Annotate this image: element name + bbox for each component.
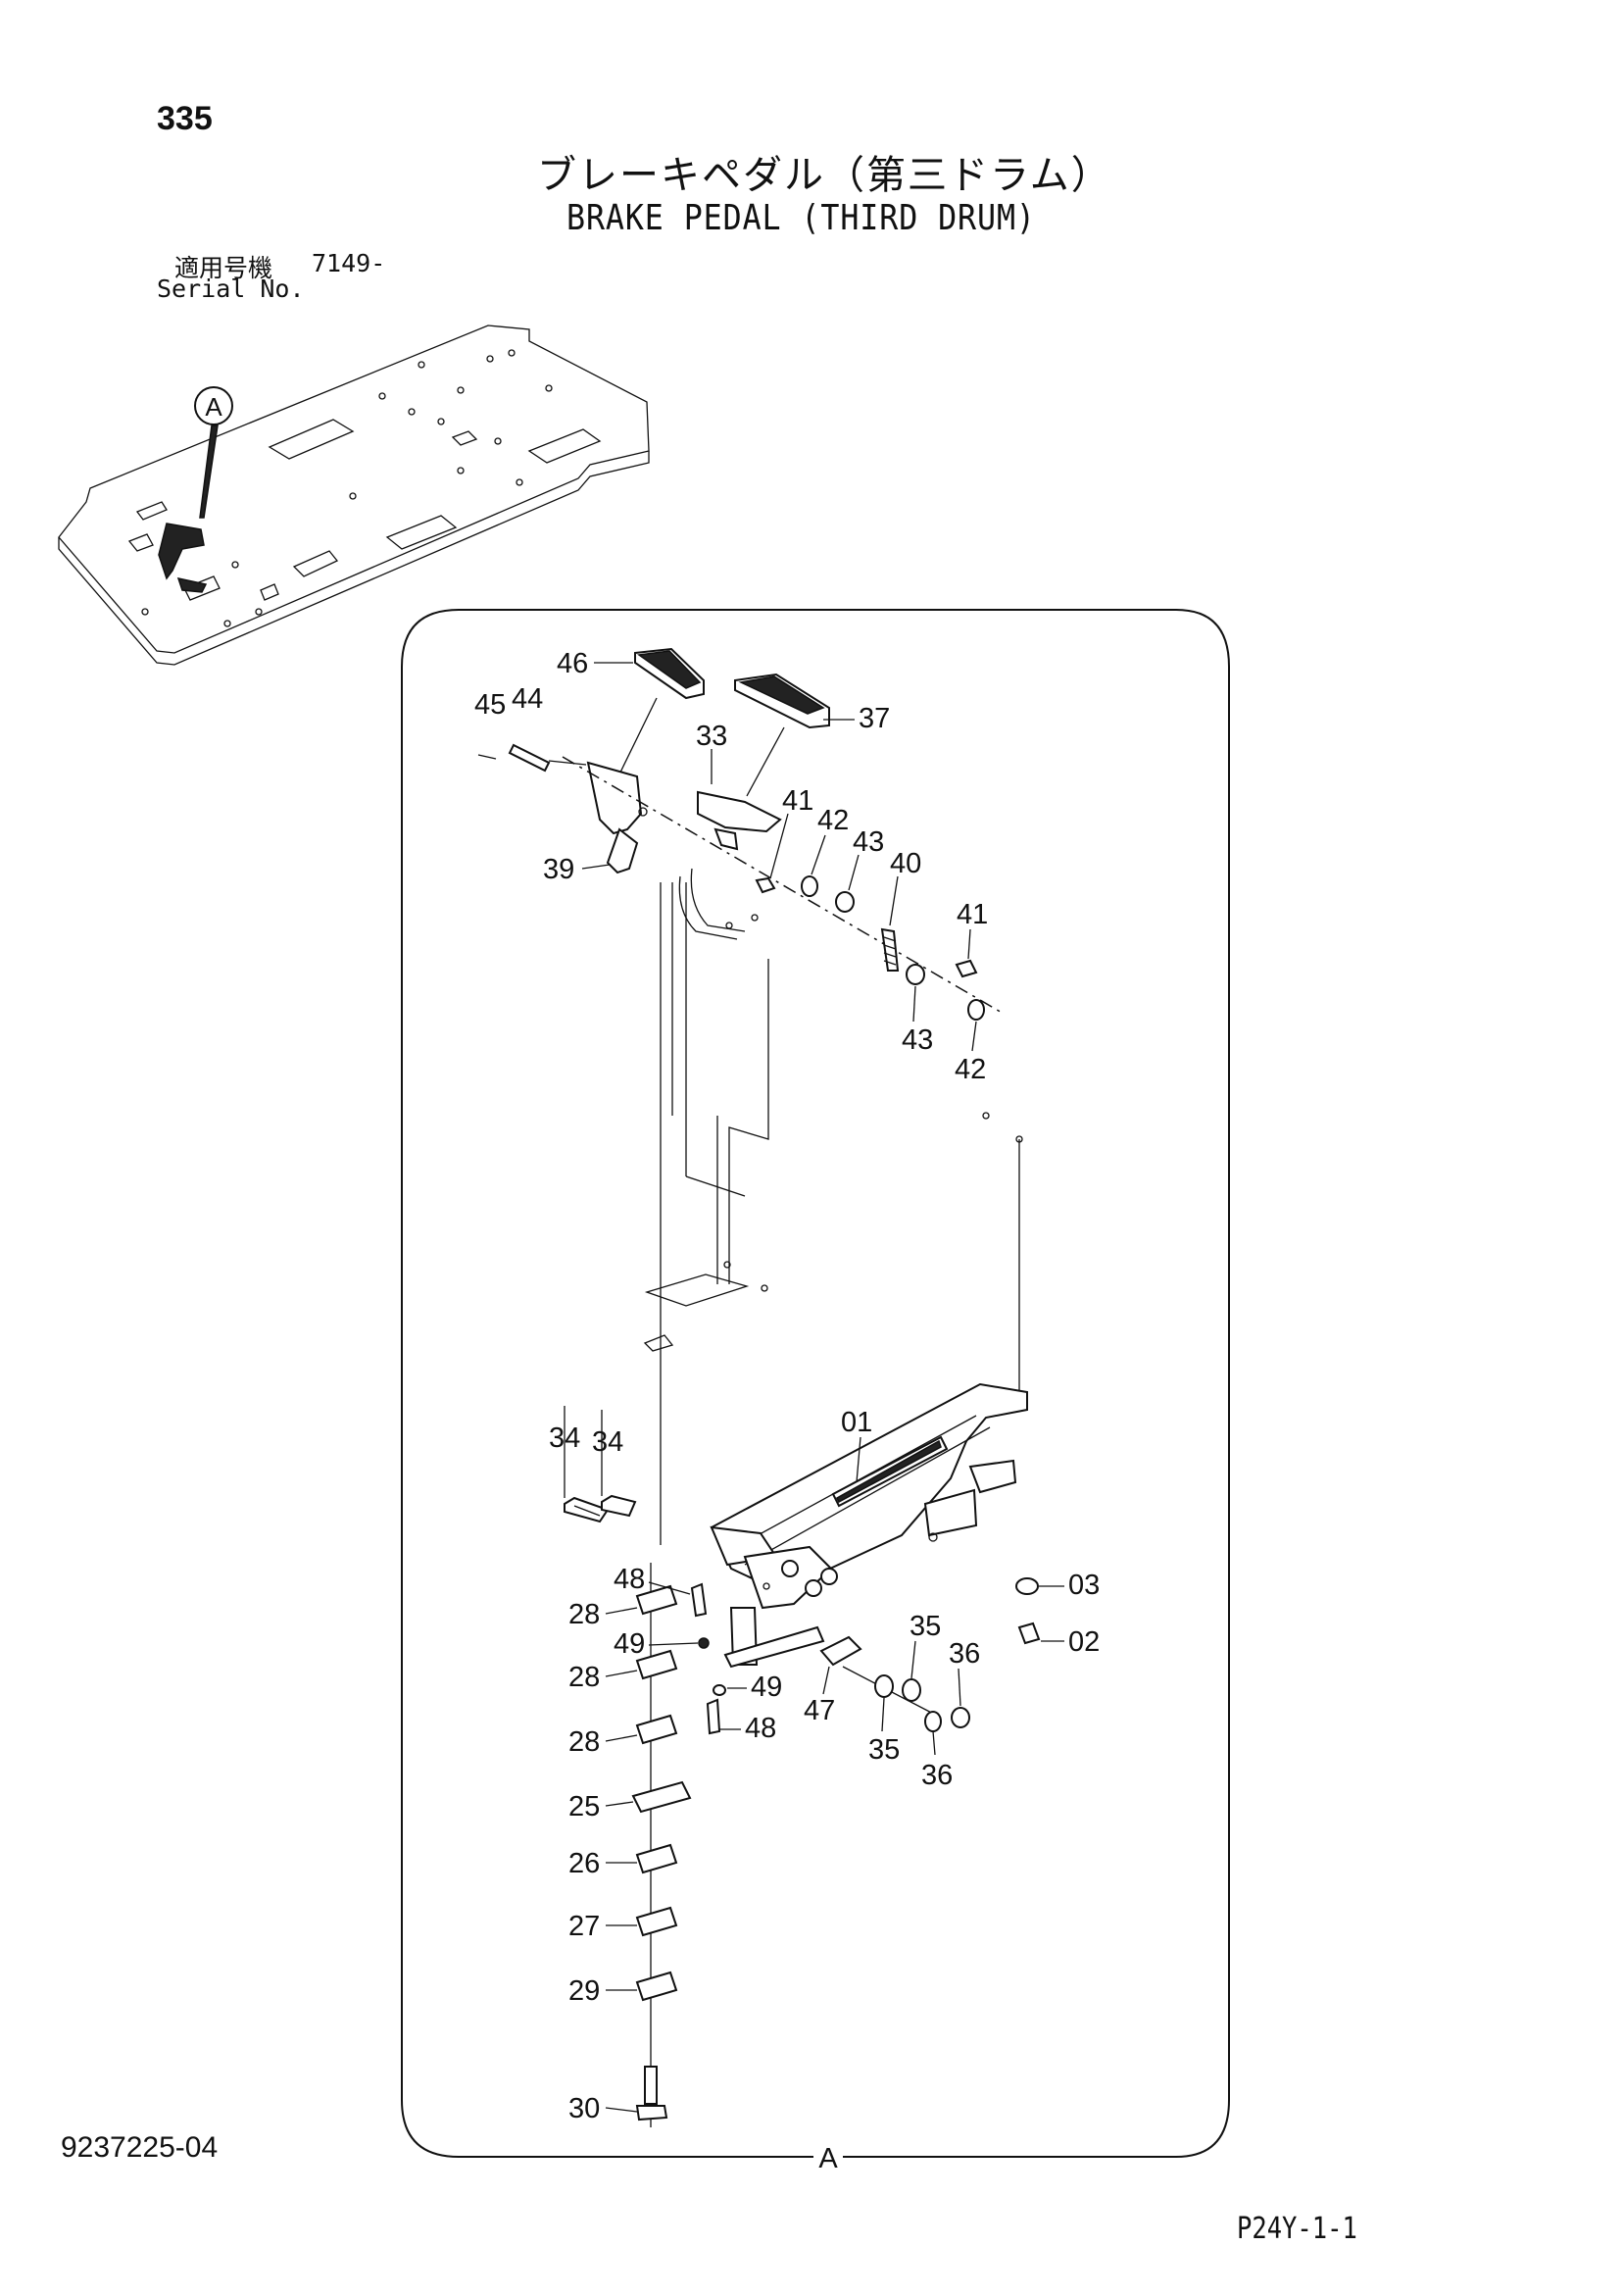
callout-26: 26 xyxy=(568,1848,600,1879)
document-number: 9237225-04 xyxy=(61,2131,219,2164)
callout-46: 46 xyxy=(557,648,588,679)
callout-47: 47 xyxy=(804,1695,835,1726)
callout-49-lower: 49 xyxy=(751,1672,782,1703)
serial-value: 7149- xyxy=(312,249,386,277)
callout-48-lower: 48 xyxy=(745,1713,776,1744)
callout-35-upper: 35 xyxy=(910,1611,941,1642)
callout-29: 29 xyxy=(568,1975,600,2007)
detail-marker-letter: A xyxy=(205,392,222,422)
callout-42-lower: 42 xyxy=(955,1054,986,1085)
callout-03: 03 xyxy=(1068,1570,1100,1601)
callout-28-second: 28 xyxy=(568,1662,600,1693)
page-number: 335 xyxy=(157,100,213,137)
callout-25: 25 xyxy=(568,1791,600,1822)
callout-01: 01 xyxy=(841,1407,872,1438)
callout-36-lower: 36 xyxy=(921,1760,953,1791)
callout-48-upper: 48 xyxy=(614,1564,645,1595)
callout-43-upper: 43 xyxy=(853,826,884,858)
callout-34-right: 34 xyxy=(592,1426,623,1458)
title-english: BRAKE PEDAL (THIRD DRUM) xyxy=(566,198,1036,238)
callout-27: 27 xyxy=(568,1911,600,1942)
callout-34-left: 34 xyxy=(549,1423,580,1454)
callout-49-upper: 49 xyxy=(614,1628,645,1660)
floor-plate-overview xyxy=(58,324,650,666)
serial-label-japanese: 適用号機 xyxy=(174,254,273,282)
callout-41-upper: 41 xyxy=(782,785,813,817)
callout-44: 44 xyxy=(512,683,543,715)
callout-39: 39 xyxy=(543,854,574,885)
callout-40: 40 xyxy=(890,848,921,879)
callout-41-lower: 41 xyxy=(957,899,988,930)
callout-36-upper: 36 xyxy=(949,1638,980,1670)
serial-label-english: Serial No. xyxy=(157,275,305,303)
callout-33: 33 xyxy=(696,721,727,752)
callout-37: 37 xyxy=(859,703,890,734)
callout-28-third: 28 xyxy=(568,1726,600,1758)
page-code: P24Y-1-1 xyxy=(1237,2212,1357,2246)
callout-30: 30 xyxy=(568,2093,600,2124)
callout-labels: 46 45 44 33 37 41 42 43 40 39 41 43 42 0… xyxy=(474,648,1100,2124)
detail-marker-a: A xyxy=(194,386,233,425)
detail-frame: A xyxy=(401,609,1230,2174)
callout-42-upper: 42 xyxy=(817,805,849,836)
pedal-assembly-drawing xyxy=(477,647,1041,2127)
callout-43-lower: 43 xyxy=(902,1024,933,1056)
callout-35-lower: 35 xyxy=(868,1734,900,1766)
callout-28-first: 28 xyxy=(568,1599,600,1630)
callout-02: 02 xyxy=(1068,1626,1100,1658)
plate-holes xyxy=(141,349,553,627)
callout-45: 45 xyxy=(474,689,506,721)
title-japanese: ブレーキペダル（第三ドラム） xyxy=(537,153,1112,198)
detail-frame-label: A xyxy=(818,2143,838,2174)
